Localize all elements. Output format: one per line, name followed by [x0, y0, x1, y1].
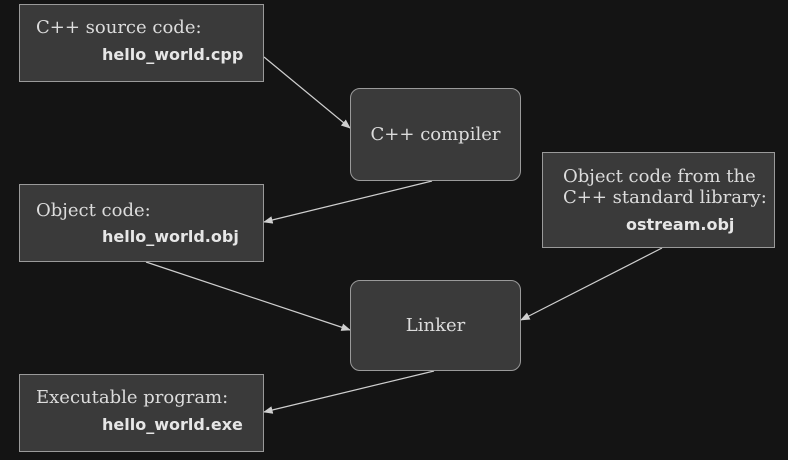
compiler-label: C++ compiler — [370, 124, 501, 145]
executable-caption: Executable program: — [36, 387, 229, 408]
object-code-filename: hello_world.obj — [102, 227, 239, 246]
stdlib-caption-line2: C++ standard library: — [563, 187, 767, 208]
source-code-box: C++ source code: hello_world.cpp — [19, 4, 264, 82]
stdlib-object-box: Object code from the C++ standard librar… — [542, 152, 775, 248]
arrow-source-to-compiler — [263, 56, 351, 129]
arrow-linker-to-executable — [263, 370, 435, 414]
arrow-stdlib-to-linker — [520, 247, 663, 321]
executable-box: Executable program: hello_world.exe — [19, 374, 264, 452]
linker-label: Linker — [405, 315, 466, 336]
compiler-box: C++ compiler — [350, 88, 521, 181]
executable-filename: hello_world.exe — [102, 415, 243, 434]
arrow-object-to-linker — [145, 261, 351, 331]
source-code-filename: hello_world.cpp — [102, 45, 244, 64]
source-code-caption: C++ source code: — [36, 17, 202, 38]
stdlib-filename: ostream.obj — [626, 215, 735, 234]
arrow-compiler-to-object — [263, 180, 433, 224]
object-code-caption: Object code: — [36, 200, 151, 221]
object-code-box: Object code: hello_world.obj — [19, 184, 264, 262]
stdlib-caption-line1: Object code from the — [563, 166, 756, 187]
linker-box: Linker — [350, 280, 521, 371]
